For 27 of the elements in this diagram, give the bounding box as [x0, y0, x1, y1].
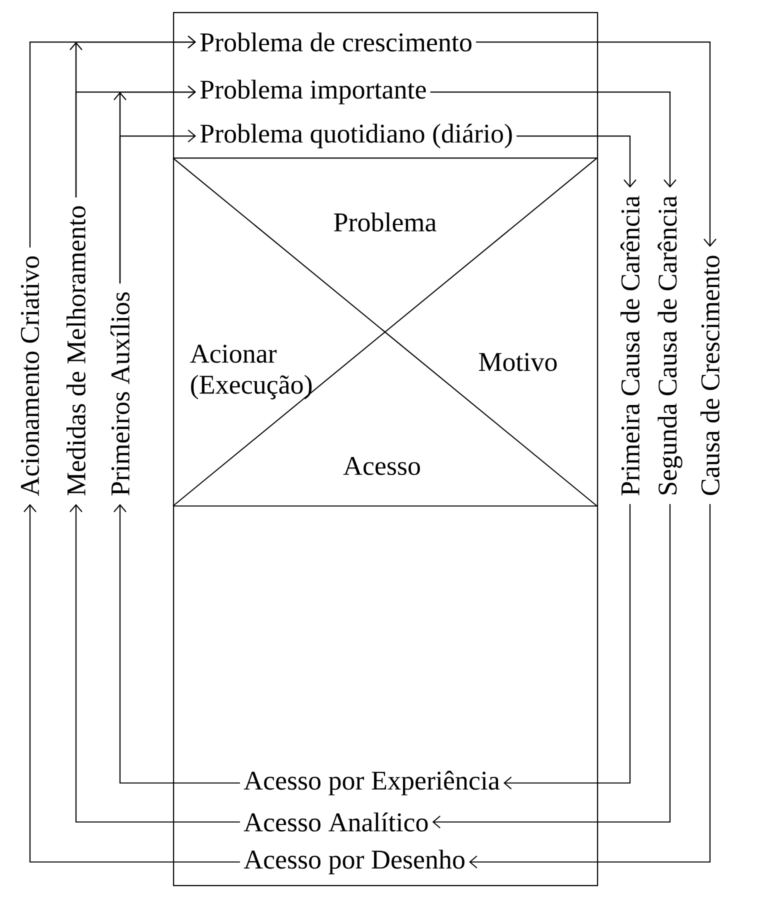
item-text: Problema quotidiano (diário) [200, 124, 512, 148]
arrow [476, 41, 716, 247]
vertical-label: Primeiros Auxílios [110, 292, 130, 496]
vertical-label: Primeira Causa de Carência [620, 196, 640, 496]
vertical-label: Medidas de Melhoramento [66, 206, 86, 496]
item-text: Acesso por Experiência [244, 770, 500, 796]
vertical-label: Segunda Causa de Carência [658, 196, 682, 494]
vertical-label: Acionamento Criativo [20, 256, 40, 496]
quadrant-label: Acionar (Execução) [190, 344, 312, 400]
arrow [119, 130, 196, 284]
arrow [516, 135, 636, 188]
frame-box [173, 12, 598, 886]
quadrant-label: Motivo [479, 352, 557, 372]
vertical-label: Causa de Crescimento [700, 256, 720, 495]
quadrant-label: Problema [334, 212, 436, 232]
arrow [469, 504, 711, 868]
quadrant-label: Acesso [343, 456, 420, 476]
arrow [114, 504, 240, 784]
arrow [70, 504, 240, 823]
item-text: Acesso Analítico [244, 812, 428, 832]
arrow [503, 504, 631, 790]
arrow [432, 504, 671, 828]
item-text: Acesso por Desenho [244, 850, 464, 874]
item-text: Problema de crescimento [200, 32, 472, 52]
arrow [430, 91, 676, 188]
arrow [24, 504, 240, 863]
item-text: Problema importante [200, 80, 426, 104]
